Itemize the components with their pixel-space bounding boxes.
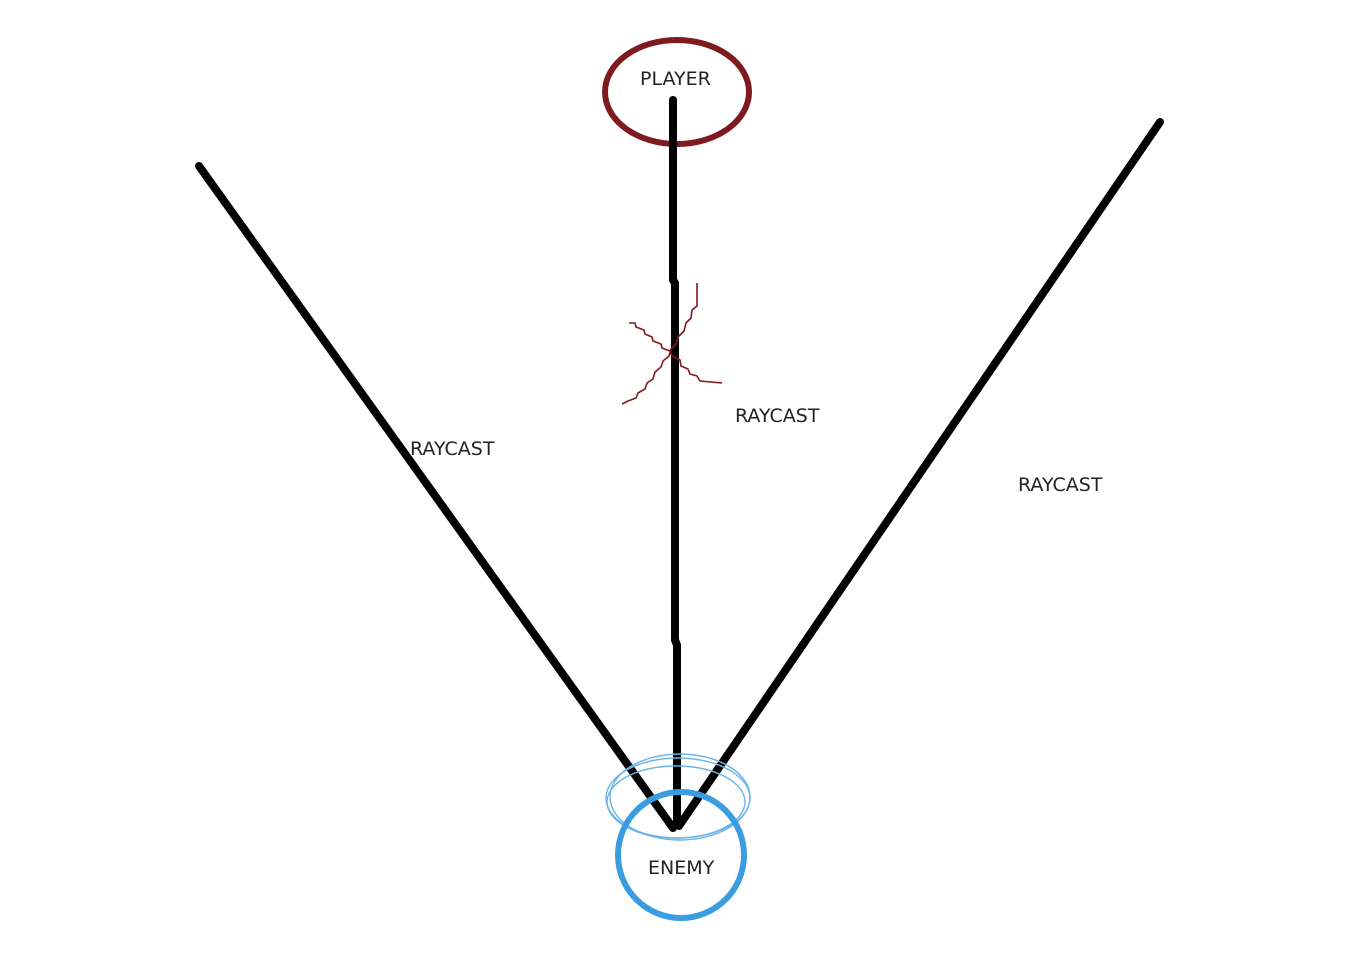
raycast-left-line <box>195 162 677 832</box>
enemy-scribble <box>605 753 751 841</box>
raycast-left-label: RAYCAST <box>410 438 495 460</box>
enemy-circle <box>615 789 747 921</box>
raycast-center-line <box>669 96 681 826</box>
player-label: PLAYER <box>640 68 711 90</box>
raycast-center-label: RAYCAST <box>735 405 820 427</box>
raycast-right-label: RAYCAST <box>1018 474 1103 496</box>
blocked-x-mark <box>621 283 723 405</box>
raycast-right-line <box>675 118 1164 830</box>
enemy-label: ENEMY <box>648 857 715 879</box>
